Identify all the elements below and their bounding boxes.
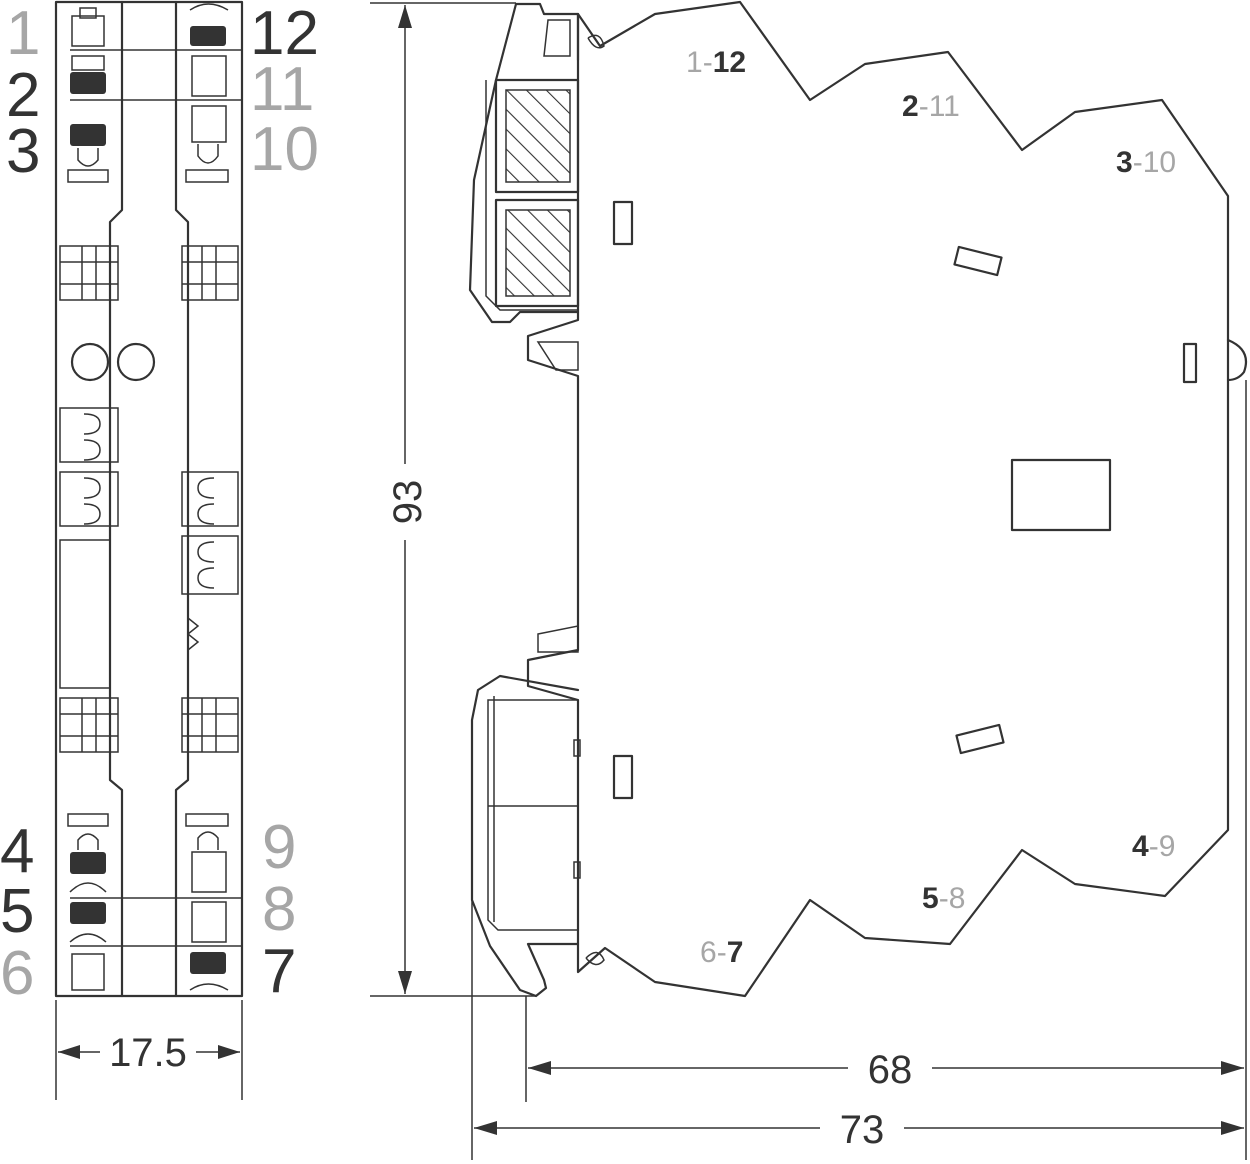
terminal-label-8: 8: [262, 875, 296, 944]
pair-label-4-9: 4-9: [1132, 830, 1175, 863]
upper-tilted-slot: [953, 245, 1003, 277]
bottom-rail-clip: [470, 674, 580, 998]
led-hole-2: [116, 342, 156, 382]
screw-12: [190, 26, 226, 46]
top-plug-hatched-2: [505, 209, 571, 297]
pair-label-2-11: 2-11: [902, 90, 960, 123]
lower-tilted-slot: [955, 723, 1005, 755]
terminal-label-12: 12: [250, 0, 319, 68]
led-hole-1: [70, 342, 110, 382]
upper-slot: [612, 200, 634, 246]
pair-label-5-8: 5-8: [922, 882, 965, 915]
top-rail-clip: [468, 2, 580, 324]
side-latch: [1226, 338, 1248, 382]
screw-4: [70, 852, 106, 874]
lower-clips: [59, 697, 239, 753]
label-window: [1010, 458, 1112, 532]
terminal-label-9: 9: [262, 813, 296, 882]
bottom-terminal-block: [67, 813, 242, 991]
pair-label-6-7: 6-7: [700, 936, 743, 969]
terminal-label-5: 5: [0, 877, 34, 946]
front-view: 1 2 3 4 5 6 12 11 10 9 8 7 17.5: [0, 0, 319, 1100]
pair-label-3-10: 3-10: [1116, 146, 1176, 179]
terminal-label-3: 3: [6, 117, 40, 186]
width-dimension: 17.5: [55, 1000, 243, 1100]
pair-label-1-12: 1-12: [686, 46, 746, 79]
screw-2: [70, 72, 106, 94]
terminal-label-6: 6: [0, 939, 34, 1008]
depth-68-label: 68: [868, 1048, 913, 1092]
depth-73-label: 73: [840, 1108, 885, 1152]
terminal-label-7: 7: [262, 937, 296, 1006]
depth-dimensions: 68 73: [471, 380, 1247, 1160]
terminal-label-2: 2: [6, 61, 40, 130]
terminal-label-1: 1: [6, 0, 40, 68]
terminal-label-4: 4: [0, 817, 34, 886]
lower-slot: [612, 754, 634, 800]
screw-7: [190, 952, 226, 974]
height-dimension: 93: [370, 2, 536, 997]
upper-clips: [59, 245, 239, 301]
middle-connectors: [59, 407, 239, 689]
side-view: 1-12 2-11 3-10 4-9 5-8 6-7 93: [370, 0, 1248, 1160]
top-terminal-block: [67, 3, 242, 183]
height-dimension-label: 93: [386, 480, 430, 525]
screw-3: [70, 124, 106, 146]
top-plug-hatched-1: [505, 89, 571, 183]
screw-5: [70, 902, 106, 924]
terminal-label-10: 10: [250, 115, 319, 184]
side-small-slot: [1182, 342, 1198, 384]
terminal-label-11: 11: [250, 55, 314, 124]
width-dimension-label: 17.5: [109, 1031, 187, 1075]
